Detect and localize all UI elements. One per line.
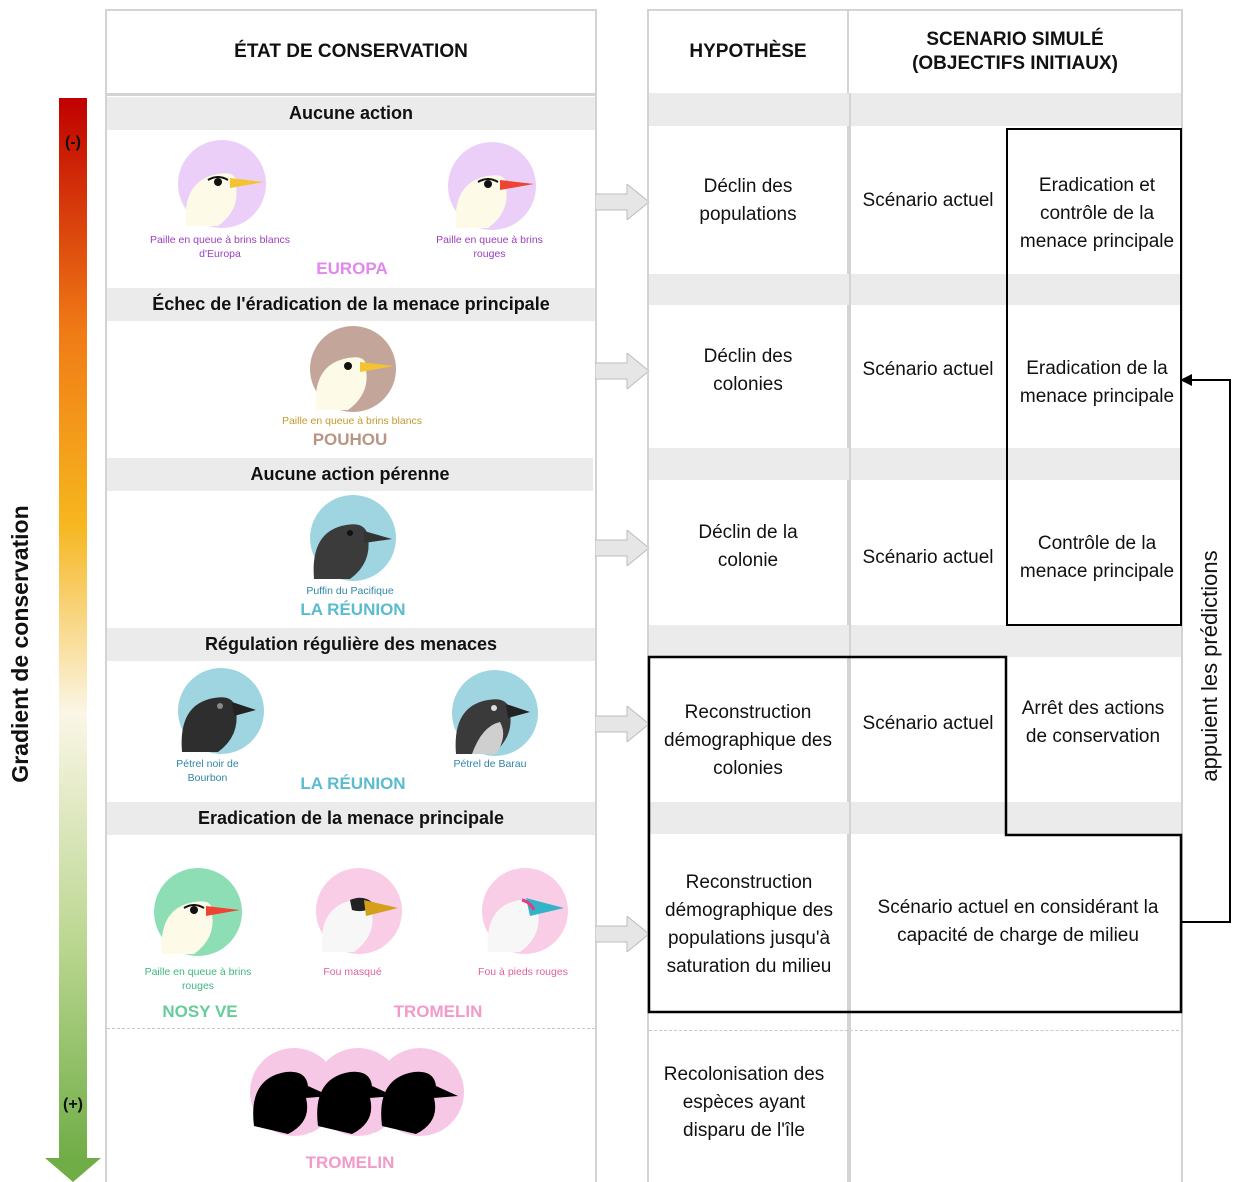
beak-shape	[230, 178, 264, 188]
beak-shape	[232, 702, 256, 716]
predictions-connector-arrow	[1180, 374, 1231, 923]
bird-caption-4a: Pétrel noir de Bourbon	[176, 758, 239, 784]
section-title-1: Aucune action	[107, 97, 595, 130]
scenario-header-line1: SCENARIO SIMULÉ	[926, 29, 1104, 50]
section-title-4: Régulation régulière des menaces	[107, 628, 595, 661]
bird-caption-2: Paille en queue à brins blancs	[281, 415, 423, 427]
site-label-tromelin-2: TROMELIN	[305, 1153, 395, 1172]
recovery-outline-box	[647, 655, 1183, 1014]
state-header-divider	[107, 93, 595, 96]
scenario-5: Scénario actuel en considérant la capaci…	[877, 897, 1159, 946]
bird-caption-3: Puffin du Pacifique	[306, 585, 394, 597]
bird-masked-booby-icon	[316, 868, 402, 954]
right-band-3	[649, 448, 1181, 480]
bird-caption-1a: Paille en queue à brins blancs d'Europa	[149, 234, 291, 260]
bird-caption-4b: Pétrel de Barau	[453, 758, 527, 770]
arrow-5-icon	[595, 916, 650, 952]
arrow-4-icon	[595, 706, 650, 742]
bird-white-tailed-tropicbird-pouhou-icon	[310, 326, 396, 412]
beak-shape	[506, 704, 530, 718]
hypothesis-3: Déclin de la colonie	[698, 522, 798, 571]
state-panel	[105, 9, 597, 1182]
gradient-arrow-head	[45, 1158, 101, 1182]
hypothesis-5: Reconstruction démographique des populat…	[665, 872, 833, 977]
bird-caption-5b: Fou masqué	[323, 966, 382, 978]
bird-red-footed-booby-icon	[482, 868, 568, 954]
beak-shape	[206, 906, 240, 916]
site-label-reunion-2: LA RÉUNION	[300, 774, 406, 793]
bird-barau-petrel-icon	[452, 670, 538, 756]
bird-red-tailed-tropicbird-europa-icon	[448, 142, 536, 230]
section-title-5: Eradication de la menace principale	[107, 802, 595, 835]
hypothesis-1: Déclin des populations	[699, 176, 797, 225]
scenario-2: Scénario actuel	[862, 359, 994, 380]
site-label-tromelin-1: TROMELIN	[393, 1002, 483, 1021]
hypothesis-6: Recolonisation des espèces ayant disparu…	[663, 1064, 825, 1141]
scenario-4: Scénario actuel	[862, 713, 994, 734]
objective-2: Eradication de la menace principale	[1019, 358, 1175, 407]
objectives-outline-box	[1006, 128, 1182, 626]
beak-shape	[500, 180, 534, 190]
bird-wedge-tailed-shearwater-icon	[310, 495, 396, 581]
gradient-bottom-label: (+)	[63, 1096, 83, 1113]
right-band-1	[649, 93, 1181, 126]
hypothesis-header: HYPOTHÈSE	[689, 41, 807, 62]
scenario-3: Scénario actuel	[862, 547, 994, 568]
right-band-5	[649, 802, 1181, 834]
beak-shape	[364, 900, 398, 916]
gradient-top-label: (-)	[65, 134, 81, 151]
column-divider-2	[849, 93, 851, 1182]
arrow-2-icon	[595, 353, 650, 389]
beak-shape	[526, 898, 564, 916]
site-label-nosyve: NOSY VE	[162, 1002, 238, 1021]
column-divider-1	[847, 11, 849, 1182]
bird-caption-5a: Paille en queue à brins rouges	[144, 966, 252, 992]
site-label-reunion-1: LA RÉUNION	[300, 600, 406, 619]
hypothesis-2: Déclin des colonies	[703, 346, 793, 395]
hypothesis-4: Reconstruction démographique des colonie…	[664, 702, 832, 779]
state-header: ÉTAT DE CONSERVATION	[234, 41, 468, 62]
right-dashed-divider	[649, 1030, 1179, 1031]
section-dashed-divider	[107, 1028, 595, 1029]
beak-shape	[364, 531, 392, 543]
extinct-species-silhouettes-icon	[248, 1046, 466, 1138]
hypothesis-scenario-panel	[647, 9, 1183, 1182]
right-band-2	[649, 274, 1181, 305]
site-label-pouhou: POUHOU	[312, 430, 388, 449]
section-title-2: Échec de l'éradication de la menace prin…	[107, 288, 595, 321]
gradient-axis-text: Gradient de conservation	[6, 505, 33, 783]
scenario-header-line2: (OBJECTIFS INITIAUX)	[912, 53, 1118, 74]
objective-3: Contrôle de la menace principale	[1019, 533, 1175, 582]
objective-4: Arrêt des actions de conservation	[1021, 698, 1165, 747]
conservation-gradient-bar	[59, 98, 87, 1160]
bird-white-tailed-tropicbird-europa-icon	[178, 140, 266, 228]
scenario-1: Scénario actuel	[862, 190, 994, 211]
side-label: appuient les prédictions	[1194, 516, 1226, 816]
arrow-1-icon	[595, 184, 650, 220]
scenario-header: SCENARIO SIMULÉ (OBJECTIFS INITIAUX)	[849, 11, 1181, 93]
arrow-3-icon	[595, 530, 650, 566]
beak-shape	[360, 362, 394, 372]
right-band-4	[649, 625, 1181, 657]
side-label-text: appuient les prédictions	[1197, 550, 1222, 782]
bird-mascarene-petrel-icon	[178, 668, 264, 754]
bird-caption-5c: Fou à pieds rouges	[478, 966, 568, 978]
bird-red-tailed-tropicbird-nosyve-icon	[154, 868, 242, 956]
gradient-axis-label: Gradient de conservation	[4, 414, 36, 874]
site-label-europa: EUROPA	[316, 259, 388, 278]
section-title-3: Aucune action pérenne	[107, 458, 593, 491]
bird-caption-1b: Paille en queue à brins rouges	[436, 234, 543, 260]
objective-1: Eradication et contrôle de la menace pri…	[1019, 175, 1175, 252]
